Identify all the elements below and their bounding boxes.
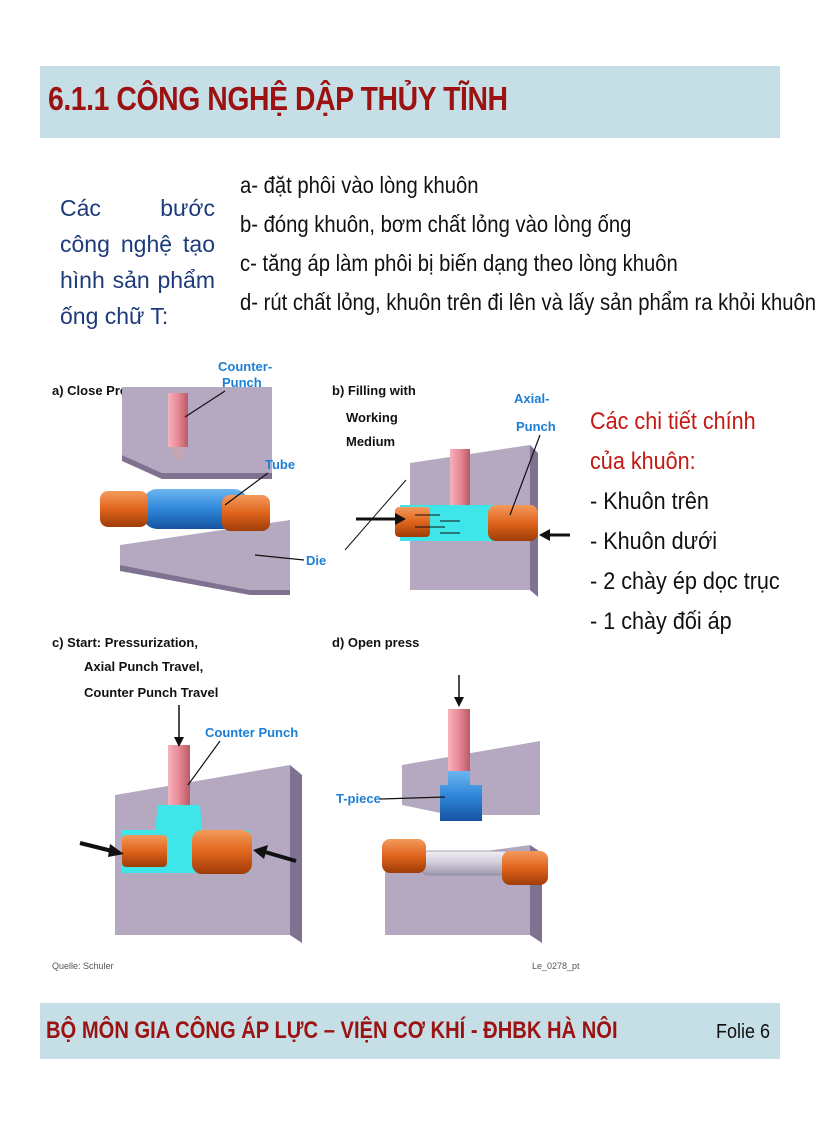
parts-item: - Khuôn dưới [590,528,718,555]
svg-text:c) Start: Pressurization,: c) Start: Pressurization, [52,635,198,650]
svg-text:Punch: Punch [222,375,262,390]
parts-heading: của khuôn: [590,448,696,475]
axial-punch-d-right [502,851,548,885]
process-figure: a) Close Press Counter- Punch Tube Die b… [52,359,580,971]
svg-text:d) Open press: d) Open press [332,635,419,650]
title-band: 6.1.1 CÔNG NGHỆ DẬP THỦY TĨNH [40,66,780,138]
svg-text:b) Filling with: b) Filling with [332,383,416,398]
counter-punch [168,393,188,447]
axial-punch-c-right [192,830,252,874]
parts-list: Các chi tiết chính của khuôn: - Khuôn tr… [590,402,801,642]
counter-punch-b [450,449,470,505]
parts-heading: Các chi tiết chính [590,408,756,435]
upper-die [122,387,272,473]
parts-item: - Khuôn trên [590,488,709,515]
axial-punch-b-right [488,505,538,541]
steps-list: a- đặt phôi vào lòng khuôn b- đóng khuôn… [240,166,816,322]
svg-text:Axial Punch Travel,: Axial Punch Travel, [84,659,203,674]
axial-punch-right [222,495,270,531]
step-item: a- đặt phôi vào lòng khuôn [240,172,479,198]
svg-text:Counter Punch Travel: Counter Punch Travel [84,685,218,700]
slide-number: Folie 6 [715,1021,770,1043]
axial-punch-d-left [382,839,426,873]
step-item: d- rút chất lỏng, khuôn trên đi lên và l… [240,289,816,315]
parts-item: - 2 chày ép dọc trục [590,568,780,595]
intro-text: Các bước công nghệ tạo hình sản phẩm ống… [60,195,215,329]
footer-text: BỘ MÔN GIA CÔNG ÁP LỰC – VIỆN CƠ KHÍ - Đ… [46,1017,618,1044]
panel-a: a) Close Press Counter- Punch Tube Die [52,359,326,595]
svg-text:Tube: Tube [265,457,295,472]
step-item: c- tăng áp làm phôi bị biến dạng theo lò… [240,250,678,276]
counter-punch-c [168,745,190,805]
svg-text:Medium: Medium [346,434,395,449]
svg-text:Axial-: Axial- [514,391,549,406]
figure-code: Le_0278_pt [532,961,580,971]
counter-punch-d [448,709,470,771]
svg-text:Counter-: Counter- [218,359,272,374]
svg-text:Die: Die [306,553,326,568]
slide-title: 6.1.1 CÔNG NGHỆ DẬP THỦY TĨNH [48,80,508,117]
panel-b: b) Filling with Working Medium Axial- Pu… [332,383,570,597]
axial-punch-c-left [122,835,167,867]
panel-c: c) Start: Pressurization, Axial Punch Tr… [52,635,302,943]
upper-die-d [402,741,540,815]
figure-source: Quelle: Schuler [52,961,114,971]
svg-text:Punch: Punch [516,419,556,434]
panel-d: d) Open press T-piece [332,635,548,943]
step-item: b- đóng khuôn, bơm chất lỏng vào lòng ốn… [240,211,632,237]
parts-item: - 1 chày đối áp [590,608,732,635]
svg-text:T-piece: T-piece [336,791,381,806]
axial-punch-left [100,491,148,527]
tube [143,489,248,529]
svg-text:Working: Working [346,410,398,425]
panel-a-title: a) Close Press [52,383,142,398]
t-piece [440,771,482,821]
footer-band: BỘ MÔN GIA CÔNG ÁP LỰC – VIỆN CƠ KHÍ - Đ… [40,1003,780,1059]
svg-text:Counter Punch: Counter Punch [205,725,298,740]
lower-die [120,520,290,590]
glass-tube [421,850,513,876]
